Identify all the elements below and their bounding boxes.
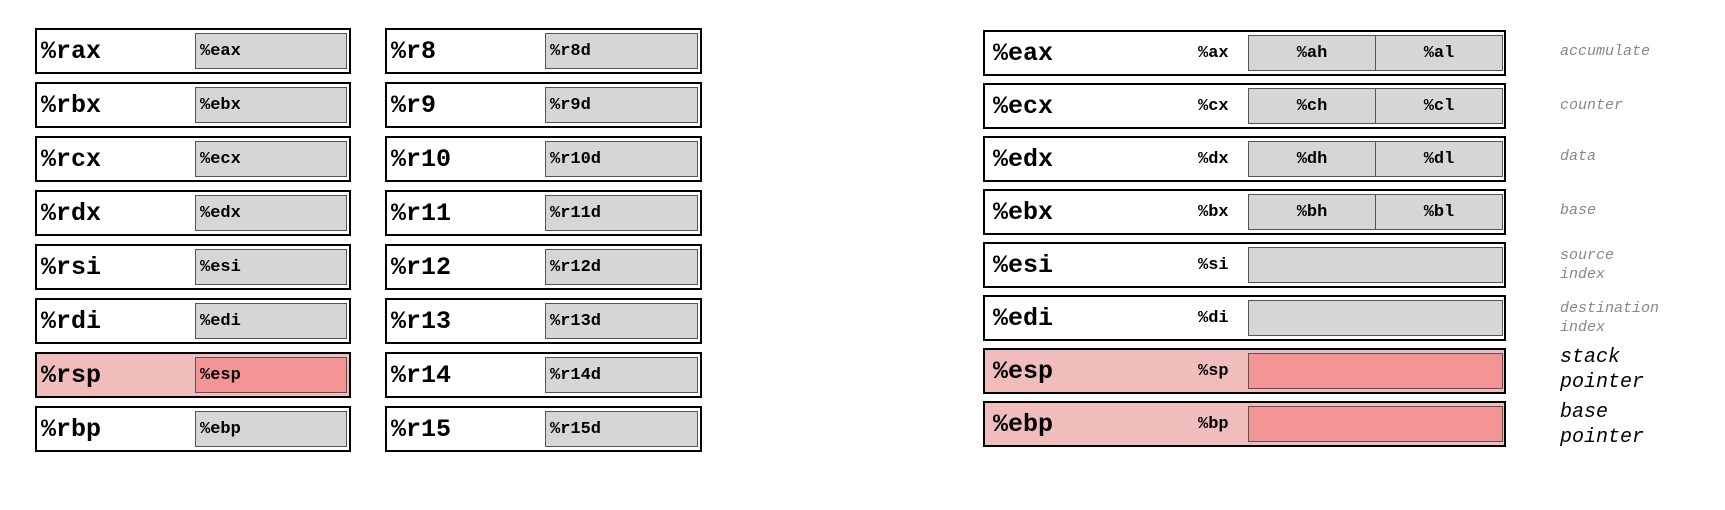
register-name: %r13 (391, 306, 452, 336)
sub-register: %r9d (545, 87, 698, 123)
sub-register: %ecx (195, 141, 347, 177)
register-r15: %r15 %r15d (385, 406, 702, 452)
register-16bit: %bx (1198, 202, 1229, 222)
register-rbx: %rbx %ebx (35, 82, 351, 128)
register-name: %rbx (41, 90, 102, 120)
register-esp: %esp %sp (983, 348, 1506, 394)
register-description: destination index (1560, 300, 1660, 336)
register-name: %r9 (391, 90, 437, 120)
register-description: base pointer (1560, 401, 1645, 449)
low-byte: %al (1375, 36, 1502, 70)
register-16bit: %dx (1198, 149, 1229, 169)
register-name: %rax (41, 36, 102, 66)
register-rdi: %rdi %edi (35, 298, 351, 344)
low-byte: %cl (1375, 89, 1502, 123)
register-name: %rdx (41, 198, 102, 228)
register-name: %rdi (41, 306, 102, 336)
register-description: base (1560, 202, 1597, 219)
sub-register: %edi (195, 303, 347, 339)
sub-register: %r10d (545, 141, 698, 177)
register-name: %rcx (41, 144, 102, 174)
register-r12: %r12 %r12d (385, 244, 702, 290)
sub-register: %r15d (545, 411, 698, 447)
register-ebp: %ebp %bp (983, 401, 1506, 447)
high-byte: %dh (1296, 149, 1328, 169)
register-name: %edx (993, 144, 1054, 174)
register-edi: %edi %di (983, 295, 1506, 341)
register-description: counter (1560, 97, 1624, 114)
register-r14: %r14 %r14d (385, 352, 702, 398)
register-ecx: %ecx %cx %ch %cl (983, 83, 1506, 129)
sub-register: %ebx (195, 87, 347, 123)
low-bytes: %ah %al (1248, 35, 1503, 71)
register-r8: %r8 %r8d (385, 28, 702, 74)
register-name: %rsi (41, 252, 102, 282)
register-name: %rbp (41, 414, 102, 444)
register-rbp: %rbp %ebp (35, 406, 351, 452)
sub-register: %edx (195, 195, 347, 231)
register-16bit: %si (1198, 255, 1229, 275)
register-description: stack pointer (1560, 346, 1645, 394)
register-rcx: %rcx %ecx (35, 136, 351, 182)
register-name: %edi (993, 303, 1054, 333)
register-name: %eax (993, 38, 1054, 68)
high-byte: %bh (1296, 202, 1328, 222)
low-byte: %dl (1375, 142, 1502, 176)
register-r10: %r10 %r10d (385, 136, 702, 182)
register-16bit: %ax (1198, 43, 1229, 63)
register-16bit: %sp (1198, 361, 1229, 381)
register-esi: %esi %si (983, 242, 1506, 288)
low-bytes: %ch %cl (1248, 88, 1503, 124)
register-rsi: %rsi %esi (35, 244, 351, 290)
low-bytes (1248, 247, 1503, 283)
sub-register: %eax (195, 33, 347, 69)
high-byte: %ch (1296, 96, 1328, 116)
low-bytes (1248, 406, 1503, 442)
sub-register: %ebp (195, 411, 347, 447)
register-name: %esi (993, 250, 1054, 280)
register-name: %r12 (391, 252, 452, 282)
register-16bit: %cx (1198, 96, 1229, 116)
sub-register: %r12d (545, 249, 698, 285)
register-rax: %rax %eax (35, 28, 351, 74)
sub-register: %esp (195, 357, 347, 393)
low-bytes (1248, 353, 1503, 389)
register-16bit: %bp (1198, 414, 1229, 434)
register-name: %r15 (391, 414, 452, 444)
low-byte: %bl (1375, 195, 1502, 229)
register-name: %ebx (993, 197, 1054, 227)
register-rdx: %rdx %edx (35, 190, 351, 236)
register-r9: %r9 %r9d (385, 82, 702, 128)
register-16bit: %di (1198, 308, 1229, 328)
register-name: %rsp (41, 360, 102, 390)
register-name: %r8 (391, 36, 437, 66)
register-rsp: %rsp %esp (35, 352, 351, 398)
sub-register: %esi (195, 249, 347, 285)
register-r13: %r13 %r13d (385, 298, 702, 344)
register-name: %r10 (391, 144, 452, 174)
register-name: %esp (993, 356, 1054, 386)
register-name: %r11 (391, 198, 452, 228)
high-byte: %ah (1296, 43, 1328, 63)
sub-register: %r14d (545, 357, 698, 393)
register-description: data (1560, 148, 1597, 165)
register-description: source index (1560, 247, 1615, 283)
register-name: %ebp (993, 409, 1054, 439)
register-eax: %eax %ax %ah %al (983, 30, 1506, 76)
sub-register: %r13d (545, 303, 698, 339)
register-edx: %edx %dx %dh %dl (983, 136, 1506, 182)
low-bytes (1248, 300, 1503, 336)
register-description: accumulate (1560, 43, 1651, 60)
sub-register: %r8d (545, 33, 698, 69)
register-name: %r14 (391, 360, 452, 390)
register-r11: %r11 %r11d (385, 190, 702, 236)
register-ebx: %ebx %bx %bh %bl (983, 189, 1506, 235)
low-bytes: %bh %bl (1248, 194, 1503, 230)
register-name: %ecx (993, 91, 1054, 121)
sub-register: %r11d (545, 195, 698, 231)
low-bytes: %dh %dl (1248, 141, 1503, 177)
